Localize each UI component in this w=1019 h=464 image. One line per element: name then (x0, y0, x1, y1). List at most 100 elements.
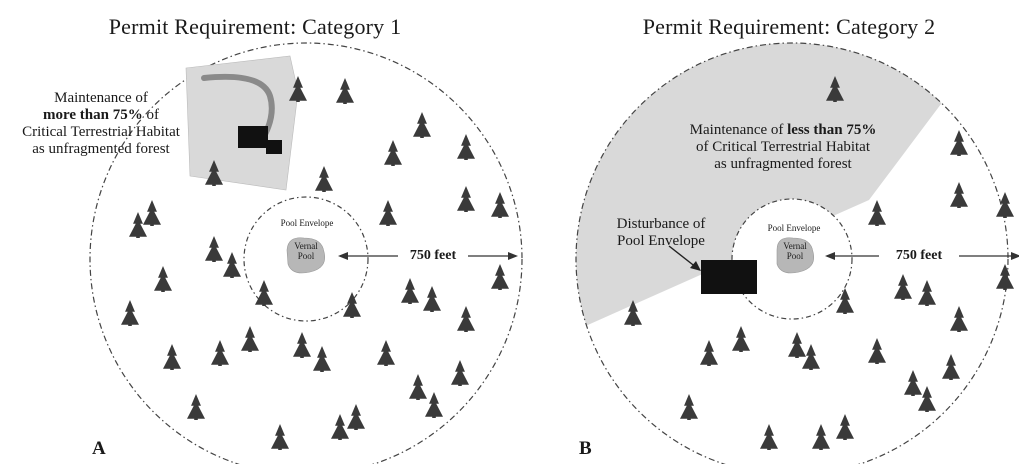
conifer-tree-icon (129, 212, 147, 238)
maintenance-line-4: as unfragmented forest (32, 141, 170, 157)
disturbance-arrow (668, 245, 698, 269)
conifer-tree-icon (894, 274, 912, 300)
panel-a-title: Permit Requirement: Category 1 (108, 14, 402, 39)
conifer-tree-icon (836, 288, 854, 314)
conifer-tree-icon (904, 370, 922, 396)
conifer-tree-icon (788, 332, 806, 358)
conifer-tree-icon (163, 344, 181, 370)
maintenance-line-3: as unfragmented forest (714, 156, 852, 172)
conifer-tree-icon (255, 280, 273, 306)
conifer-tree-icon (154, 266, 172, 292)
conifer-tree-icon (205, 160, 223, 186)
conifer-tree-icon (377, 340, 395, 366)
disturbance-line-1: Disturbance of (616, 216, 706, 232)
conifer-tree-icon (918, 386, 936, 412)
critical-habitat-circle (89, 42, 523, 464)
conifer-tree-icon (950, 130, 968, 156)
conifer-tree-icon (384, 140, 402, 166)
conifer-tree-icon (802, 344, 820, 370)
pool-envelope-label: Pool Envelope (767, 223, 821, 233)
vernal-label-line-1: Vernal (783, 241, 807, 251)
conifer-tree-icon (409, 374, 427, 400)
conifer-tree-icon (241, 326, 259, 352)
conifer-tree-icon (700, 340, 718, 366)
critical-habitat-circle (575, 42, 1009, 464)
vernal-label-line-1: Vernal (294, 241, 318, 251)
maintenance-line-2: of Critical Terrestrial Habitat (695, 139, 871, 155)
conifer-tree-icon (760, 424, 778, 450)
maintenance-percent: less than 75% (787, 122, 877, 138)
maintenance-percent: more than 75% (43, 107, 143, 123)
panel-category-1: Permit Requirement: Category 1 Maintenan… (0, 0, 523, 464)
conifer-tree-icon (950, 182, 968, 208)
conifer-tree-icon (413, 112, 431, 138)
conifer-tree-icon (457, 134, 475, 160)
conifer-tree-icon (223, 252, 241, 278)
maintenance-line-1: Maintenance of less than 75% (667, 122, 899, 139)
conifer-tree-icon (996, 264, 1014, 290)
conifer-tree-icon (187, 394, 205, 420)
conifer-tree-icon (624, 300, 642, 326)
maintenance-line-3: Critical Terrestrial Habitat (22, 124, 180, 140)
conifer-tree-icon (121, 300, 139, 326)
conifer-tree-icon (425, 392, 443, 418)
vernal-label-line-2: Pool (297, 251, 315, 261)
distance-label: 750 feet (409, 248, 457, 263)
conifer-tree-icon (836, 414, 854, 440)
road-icon (201, 73, 275, 143)
panel-letter-b: B (579, 438, 592, 459)
conifer-tree-icon (331, 414, 349, 440)
panel-a-diagram (89, 42, 523, 464)
conifer-tree-icon (457, 306, 475, 332)
pool-envelope-circle (731, 198, 853, 320)
conifer-tree-icon (918, 280, 936, 306)
conifer-tree-icon (868, 338, 886, 364)
conifer-tree-icon (491, 192, 509, 218)
maintenance-label-a: Maintenance of more than 75% of Critical… (6, 90, 196, 158)
conifer-tree-icon (423, 286, 441, 312)
vernal-pool-label: Vernal Pool (765, 241, 825, 261)
vernal-pool-icon (776, 237, 814, 274)
conifer-tree-icon (143, 200, 161, 226)
maintenance-of: of (146, 107, 159, 123)
building-icon (238, 126, 268, 148)
distance-label: 750 feet (895, 248, 943, 263)
conifer-tree-icon (812, 424, 830, 450)
conifer-tree-icon (205, 236, 223, 262)
pool-envelope-circle (243, 196, 369, 322)
conifer-tree-icon (379, 200, 397, 226)
conifer-tree-icon (996, 192, 1014, 218)
building-icon (266, 140, 282, 154)
vernal-pool-icon (286, 237, 325, 274)
conifer-tree-icon (289, 76, 307, 102)
conifer-tree-icon (942, 354, 960, 380)
panel-b-diagram (575, 42, 1019, 464)
conifer-tree-icon (336, 78, 354, 104)
maintenance-line-1: Maintenance of (54, 90, 148, 106)
conifer-tree-icon (680, 394, 698, 420)
conifer-tree-icon (211, 340, 229, 366)
conifer-tree-icon (868, 200, 886, 226)
disturbance-line-2: Pool Envelope (617, 233, 705, 249)
vernal-pool-label: Vernal Pool (276, 241, 336, 261)
panel-b-title: Permit Requirement: Category 2 (642, 14, 936, 39)
vernal-label-line-2: Pool (786, 251, 804, 261)
conifer-tree-icon (826, 76, 844, 102)
conifer-tree-icon (451, 360, 469, 386)
conifer-tree-icon (343, 292, 361, 318)
conifer-tree-icon (401, 278, 419, 304)
conifer-tree-icon (313, 346, 331, 372)
pool-envelope-label: Pool Envelope (280, 218, 334, 228)
building-icon (701, 260, 757, 294)
panel-category-2: Permit Requirement: Category 2 Maintenan… (509, 0, 1019, 464)
maintenance-of: Maintenance of (689, 122, 784, 138)
maintenance-line-2: more than 75% of (6, 107, 196, 124)
conifer-tree-icon (271, 424, 289, 450)
panel-letter-a: A (92, 438, 106, 459)
conifer-tree-icon (347, 404, 365, 430)
conifer-tree-icon (732, 326, 750, 352)
conifer-tree-icon (491, 264, 509, 290)
conifer-tree-icon (457, 186, 475, 212)
conifer-tree-icon (293, 332, 311, 358)
maintenance-label-b: Maintenance of less than 75% of Critical… (667, 122, 899, 173)
